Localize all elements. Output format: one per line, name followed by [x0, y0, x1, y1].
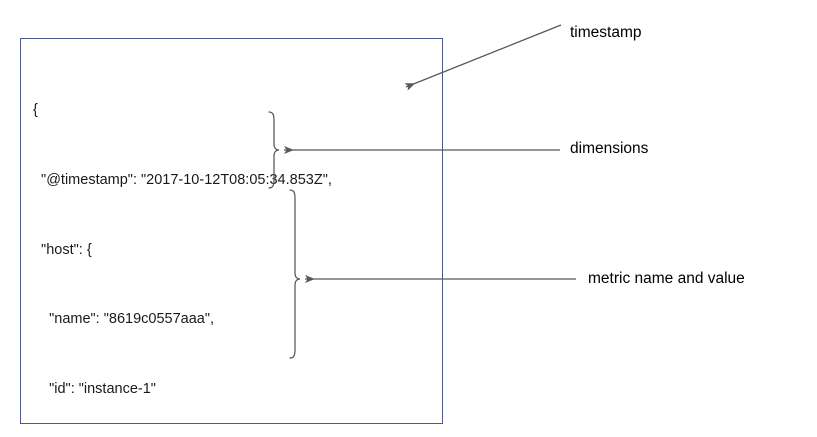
json-line-timestamp: "@timestamp": "2017-10-12T08:05:34.853Z"…: [33, 172, 332, 188]
annotation-label-dimensions: dimensions: [570, 140, 649, 157]
annotation-label-timestamp: timestamp: [570, 24, 642, 41]
json-line-host-id: "id": "instance-1": [33, 380, 156, 397]
json-line-host-open: "host": {: [33, 241, 92, 258]
json-line: {: [33, 102, 38, 119]
json-document-box: { "@timestamp": "2017-10-12T08:05:34.853…: [20, 38, 443, 424]
annotation-label-metric: metric name and value: [588, 270, 745, 287]
json-code-block: { "@timestamp": "2017-10-12T08:05:34.853…: [33, 53, 332, 437]
json-line-host-name: "name": "8619c0557aaa",: [33, 311, 215, 328]
